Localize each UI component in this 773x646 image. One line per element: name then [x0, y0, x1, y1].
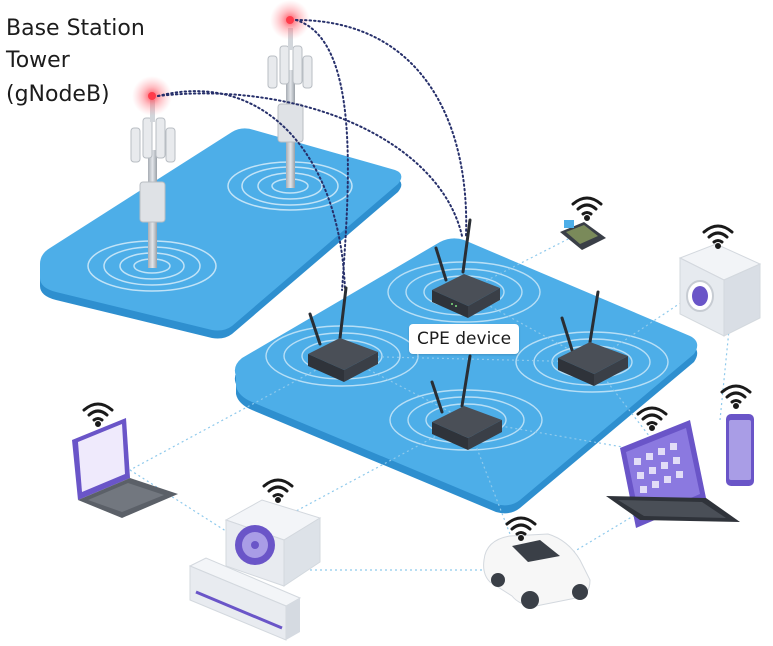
router-icon: [430, 354, 502, 450]
base-station-label-line1: Base Station: [6, 16, 145, 41]
air-conditioner-icon: [224, 499, 322, 587]
wifi-icons: [82, 196, 752, 541]
wifi-icon: [720, 384, 752, 409]
cpe-device-label: CPE device: [409, 324, 520, 354]
cell-tower-icon: [130, 76, 176, 268]
washing-machine-icon: [678, 243, 762, 337]
pos-terminal-icon: [560, 220, 606, 250]
base-station-label-line3: (gNodeB): [6, 82, 110, 107]
car-icon: [483, 533, 591, 609]
laptop-icon: [72, 418, 178, 518]
base-station-label-line2: Tower: [6, 48, 70, 73]
router-icon: [558, 290, 628, 386]
wifi-icon: [571, 196, 603, 221]
tower-platform: [40, 128, 402, 339]
air-conditioner-icon: [188, 557, 302, 641]
wifi-icon: [262, 478, 294, 503]
wifi-icon: [702, 224, 734, 249]
smartphone-icon: [726, 414, 754, 486]
router-icon: [432, 218, 500, 318]
wifi-icon: [505, 516, 537, 541]
router-icon: [308, 286, 378, 382]
wifi-icon: [82, 402, 114, 427]
wifi-icon: [636, 406, 668, 431]
tablet-icon: [606, 420, 740, 528]
cell-tower-icon: [267, 0, 313, 188]
tower-cpe-links: [157, 19, 468, 291]
